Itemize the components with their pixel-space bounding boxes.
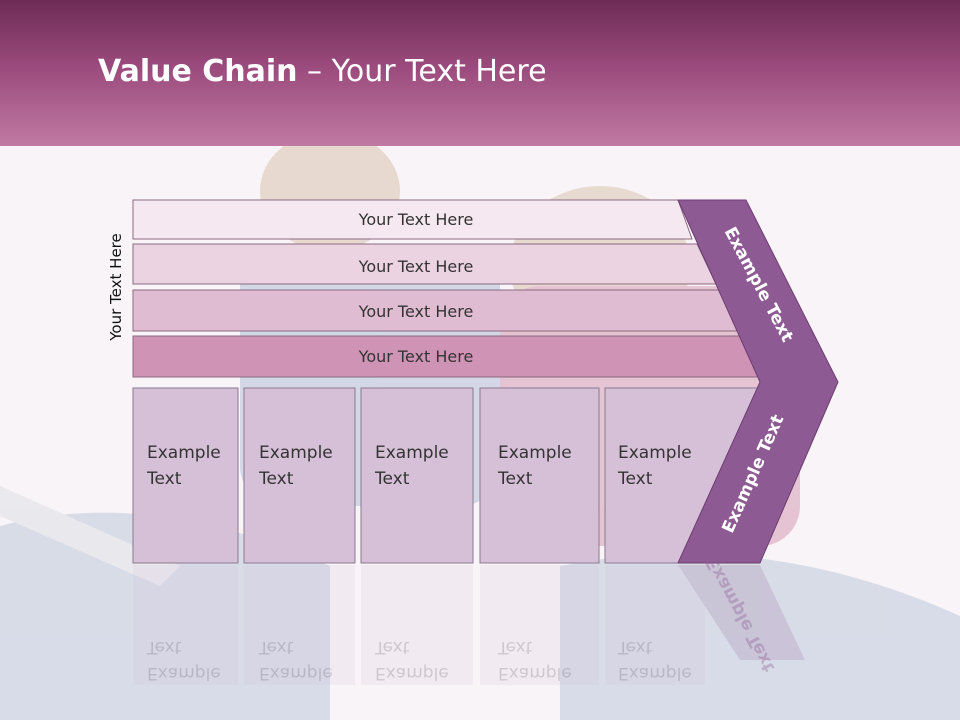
column-box-2 — [243, 387, 356, 564]
column-box-3 — [360, 387, 474, 564]
chevron-arrow — [677, 199, 839, 564]
slide-title: Value Chain – Your Text Here — [98, 54, 547, 89]
bar-4-label: Your Text Here — [358, 347, 474, 366]
column-box-1 — [132, 387, 239, 564]
bar-1-label: Your Text Here — [358, 210, 474, 229]
column-box-4 — [479, 387, 600, 564]
bar-3-label: Your Text Here — [358, 302, 474, 321]
header-banner: Value Chain – Your Text Here — [0, 0, 960, 146]
bar-1 — [132, 199, 693, 240]
bar-2-label: Your Text Here — [358, 257, 474, 276]
